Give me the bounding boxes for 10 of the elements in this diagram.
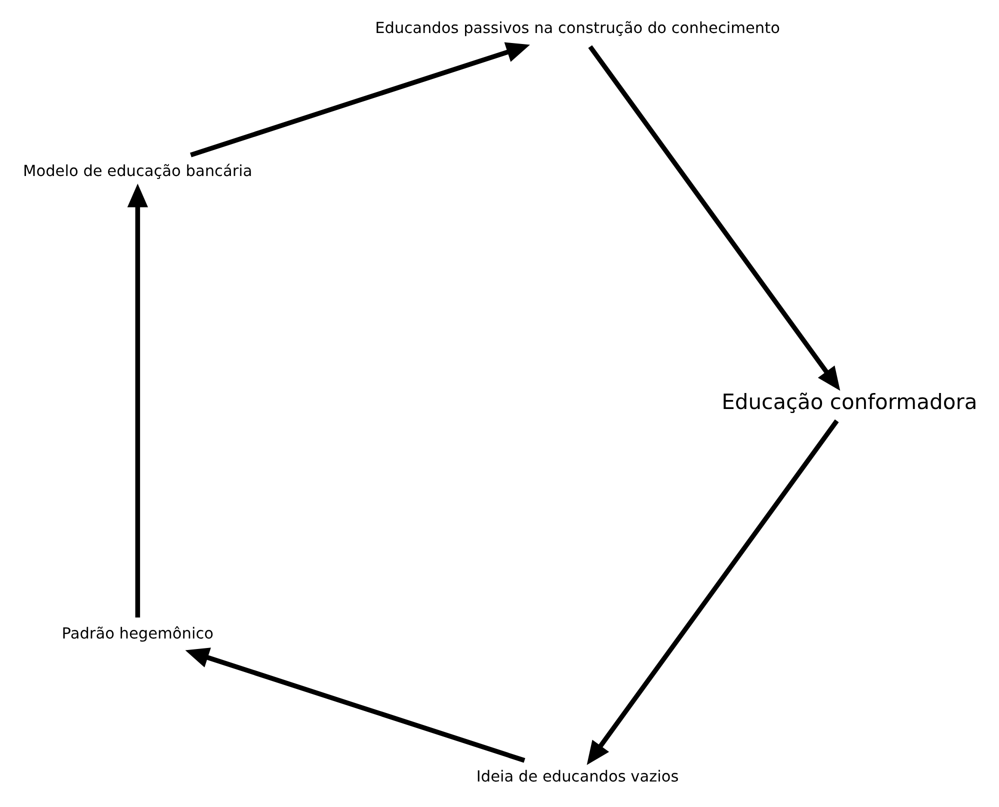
- node-text: Educandos passivos na construção do conhecimento: [374, 18, 780, 37]
- node-text: Ideia de educandos vazios: [476, 767, 678, 786]
- arrow: [586, 419, 838, 765]
- arrow: [126, 184, 148, 618]
- node-text: Educação conformadora: [721, 388, 977, 414]
- node-text: Modelo de educação bancária: [22, 162, 252, 180]
- node-text: Padrão hegemônico: [61, 624, 214, 642]
- arrow: [588, 45, 840, 391]
- arrow: [189, 42, 530, 158]
- arrow: [184, 648, 525, 763]
